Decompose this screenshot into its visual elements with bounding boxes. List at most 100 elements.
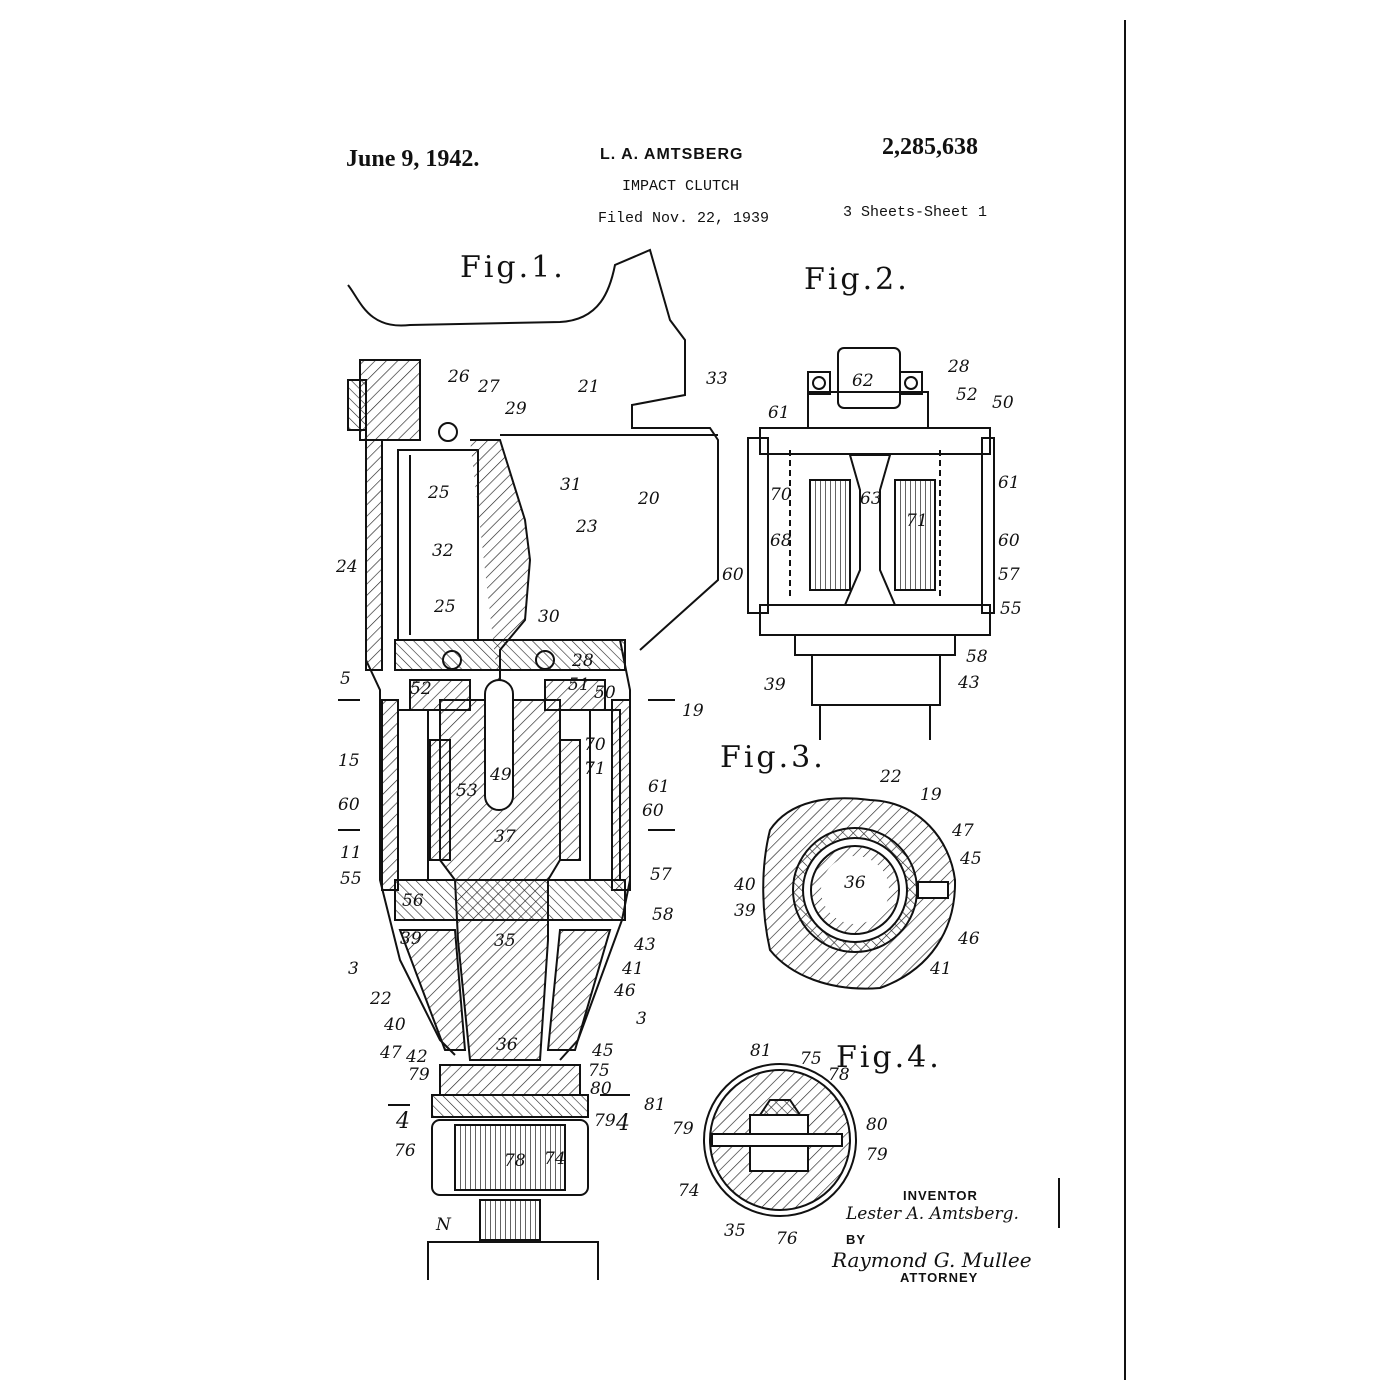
fig1-label: N bbox=[435, 1215, 452, 1235]
fig3-label: 46 bbox=[957, 929, 980, 949]
fig1-label: 71 bbox=[584, 759, 606, 779]
inventor-caption: INVENTOR bbox=[903, 1188, 978, 1203]
fig1-label: 4 bbox=[615, 1111, 630, 1136]
fig1-title: Fig.1. bbox=[460, 250, 566, 285]
fig4-label: 79 bbox=[866, 1145, 888, 1165]
fig1-label: 56 bbox=[402, 891, 424, 911]
page-edge-line bbox=[1124, 20, 1126, 1380]
fig1-label: 60 bbox=[338, 795, 360, 815]
fig1-label: 74 bbox=[544, 1149, 566, 1169]
fig4-label: 79 bbox=[672, 1119, 694, 1139]
inventor-name: L. A. AMTSBERG bbox=[600, 146, 744, 163]
fig1-label: 25 bbox=[433, 597, 456, 617]
signature-bracket-line bbox=[1058, 1178, 1060, 1228]
sheet-count: 3 Sheets-Sheet 1 bbox=[843, 204, 988, 221]
fig4-title: Fig.4. bbox=[836, 1040, 942, 1075]
fig1-label: 25 bbox=[427, 483, 450, 503]
fig3-label: 36 bbox=[844, 873, 866, 893]
fig1-label: 60 bbox=[642, 801, 664, 821]
fig1-label: 26 bbox=[447, 367, 470, 387]
fig2-label: 58 bbox=[966, 647, 988, 667]
fig1-label: 79 bbox=[594, 1111, 616, 1131]
fig1-label: 21 bbox=[577, 377, 600, 397]
fig2-label: 70 bbox=[770, 485, 792, 505]
fig2-label: 60 bbox=[722, 565, 744, 585]
fig1-label: 3 bbox=[636, 1009, 647, 1029]
fig3-title: Fig.3. bbox=[720, 740, 826, 775]
fig1-label: 45 bbox=[591, 1041, 614, 1061]
fig2-drawing bbox=[747, 347, 995, 740]
fig1-label: 36 bbox=[496, 1035, 518, 1055]
fig1-label: 27 bbox=[477, 377, 500, 397]
fig1-label: 75 bbox=[588, 1061, 610, 1081]
inventor-signature: Lester A. Amtsberg. bbox=[846, 1204, 1019, 1224]
fig1-label: 40 bbox=[383, 1015, 406, 1035]
attorney-caption: ATTORNEY bbox=[900, 1270, 979, 1285]
fig3-label: 19 bbox=[920, 785, 942, 805]
fig2-label: 55 bbox=[1000, 599, 1022, 619]
fig1-label: 28 bbox=[571, 651, 594, 671]
fig1-label: 31 bbox=[560, 475, 582, 495]
fig1-label: 70 bbox=[584, 735, 606, 755]
fig1-label: 4 bbox=[395, 1109, 410, 1134]
fig1-label: 53 bbox=[456, 781, 478, 801]
fig1-label: 58 bbox=[652, 905, 674, 925]
fig1-label: 5 bbox=[340, 669, 351, 689]
fig3-label: 39 bbox=[734, 901, 756, 921]
fig4-label: 74 bbox=[678, 1181, 700, 1201]
fig1-label: 37 bbox=[494, 827, 516, 847]
fig1-label: 43 bbox=[633, 935, 656, 955]
fig1-drawing bbox=[338, 248, 719, 1280]
fig1-label: 19 bbox=[682, 701, 704, 721]
fig3-drawing bbox=[762, 797, 957, 990]
fig1-label: 50 bbox=[594, 683, 616, 703]
fig3-labels: 22 19 47 45 40 36 39 46 41 bbox=[733, 767, 982, 979]
fig4-label: 81 bbox=[750, 1041, 772, 1061]
fig1-label: 52 bbox=[410, 679, 432, 699]
fig4-drawing bbox=[703, 1063, 857, 1217]
fig4-labels: 81 75 78 79 80 79 74 35 76 bbox=[672, 1041, 888, 1249]
fig1-label: 24 bbox=[335, 557, 358, 577]
fig1-label: 55 bbox=[340, 869, 362, 889]
fig1-label: 20 bbox=[637, 489, 660, 509]
filed-date: Filed Nov. 22, 1939 bbox=[598, 210, 770, 227]
fig4-label: 78 bbox=[828, 1065, 850, 1085]
fig4-label: 80 bbox=[866, 1115, 888, 1135]
fig1-label: 47 bbox=[379, 1043, 402, 1063]
fig2-label: 28 bbox=[947, 357, 970, 377]
fig1-label: 35 bbox=[494, 931, 516, 951]
fig2-label: 52 bbox=[956, 385, 978, 405]
fig3-label: 22 bbox=[879, 767, 902, 787]
patent-number: 2,285,638 bbox=[882, 134, 978, 160]
fig1-label: 76 bbox=[394, 1141, 416, 1161]
fig2-label: 50 bbox=[992, 393, 1014, 413]
fig3-label: 45 bbox=[959, 849, 982, 869]
fig1-label: 33 bbox=[706, 369, 728, 389]
by-caption: BY bbox=[846, 1232, 867, 1247]
fig1-label: 42 bbox=[405, 1047, 428, 1067]
fig1-label: 32 bbox=[432, 541, 454, 561]
fig2-label: 63 bbox=[860, 489, 882, 509]
fig1-label: 81 bbox=[644, 1095, 666, 1115]
fig2-labels: 62 28 52 50 61 70 63 71 61 68 60 60 57 5… bbox=[722, 357, 1022, 695]
fig2-label: 61 bbox=[768, 403, 790, 423]
fig1-label: 78 bbox=[504, 1151, 526, 1171]
fig1-label: 57 bbox=[650, 865, 672, 885]
patent-date: June 9, 1942. bbox=[346, 146, 480, 172]
fig2-label: 43 bbox=[957, 673, 980, 693]
fig2-label: 68 bbox=[770, 531, 792, 551]
fig1-label: 61 bbox=[648, 777, 670, 797]
fig1-label: 30 bbox=[538, 607, 560, 627]
fig1-label: 79 bbox=[408, 1065, 430, 1085]
fig2-label: 62 bbox=[852, 371, 874, 391]
fig1-label: 23 bbox=[575, 517, 598, 537]
fig2-label: 39 bbox=[764, 675, 786, 695]
fig1-label: 22 bbox=[369, 989, 392, 1009]
patent-title: IMPACT CLUTCH bbox=[622, 178, 740, 195]
fig2-label: 60 bbox=[998, 531, 1020, 551]
fig1-label: 51 bbox=[568, 675, 590, 695]
fig2-label: 61 bbox=[998, 473, 1020, 493]
fig4-label: 35 bbox=[724, 1221, 746, 1241]
fig2-label: 57 bbox=[998, 565, 1020, 585]
